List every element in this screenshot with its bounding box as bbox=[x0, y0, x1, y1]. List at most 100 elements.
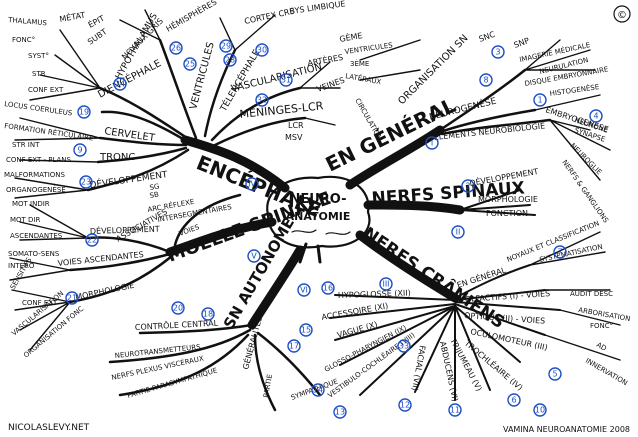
label-lateraux[interactable]: LATÉRAUX bbox=[345, 71, 383, 86]
label-str-int[interactable]: STR INT bbox=[12, 141, 40, 149]
marker-19: 19 bbox=[79, 108, 89, 117]
number-markers: 1 2 3 4 5 6 7 8 9 10 11 12 13 14 15 16 1… bbox=[65, 39, 603, 419]
label-histo[interactable]: HISTOGENÈSE bbox=[549, 82, 600, 98]
marker-12: 12 bbox=[400, 401, 410, 410]
label-str[interactable]: STR bbox=[32, 70, 46, 78]
label-tronc[interactable]: TRONC bbox=[99, 152, 135, 163]
label-subt[interactable]: SUBT bbox=[86, 27, 109, 47]
center-node[interactable]: NEURO- ANATOMIE bbox=[266, 175, 371, 264]
label-meninges[interactable]: MÉNINGES-LCR bbox=[239, 99, 324, 121]
label-sb[interactable]: SB bbox=[149, 190, 160, 200]
roman-marker-vi bbox=[297, 283, 311, 297]
label-audit[interactable]: AUDIT DESC bbox=[570, 290, 613, 298]
label-ventricules[interactable]: VENTRICULES bbox=[188, 41, 217, 111]
center-title-line1: NEURO- bbox=[289, 192, 346, 207]
label-ns-morpho[interactable]: MORPHOLOGIE bbox=[478, 195, 538, 204]
marker-14: 14 bbox=[313, 386, 323, 395]
label-vague[interactable]: VAGUE (X) bbox=[336, 320, 379, 340]
label-hemispheres[interactable]: HÉMISPHÈRES bbox=[164, 0, 219, 34]
label-lcr[interactable]: LCR bbox=[288, 121, 304, 130]
label-ad[interactable]: AD bbox=[595, 341, 608, 353]
label-config[interactable]: CONF EXT bbox=[22, 299, 58, 307]
label-innerv[interactable]: INNERVATION bbox=[584, 357, 629, 387]
roman-vi-text: VI bbox=[300, 286, 308, 295]
marker-13: 13 bbox=[335, 408, 345, 417]
marker-23: 23 bbox=[81, 178, 91, 187]
label-metat[interactable]: MÉTAT bbox=[58, 9, 86, 24]
moelle-labels: SG SB ARC RÉFLEXE INTERSEGMENTAIRES VOIE… bbox=[8, 182, 233, 359]
label-fonc[interactable]: FONC° bbox=[12, 36, 35, 44]
footer-left[interactable]: NICOLASLEVY.NET bbox=[8, 423, 90, 433]
marker-6: 6 bbox=[511, 396, 516, 405]
encephale-labels: MÉTAT ÉPIT THALAMUS SUBT FONC° SYST° STR… bbox=[4, 0, 346, 194]
marker-9: 9 bbox=[77, 146, 82, 155]
label-somato[interactable]: SOMATO-SENS bbox=[8, 250, 60, 258]
label-confext[interactable]: CONF EXT bbox=[28, 86, 64, 94]
label-snc[interactable]: SNC bbox=[478, 30, 497, 44]
label-hypoglosse[interactable]: HYPOGLOSSE (XII) bbox=[338, 288, 411, 300]
marker-26: 26 bbox=[171, 44, 181, 53]
label-ascendantes[interactable]: ASCENDANTES bbox=[10, 232, 63, 240]
roman-marker-v bbox=[247, 249, 261, 263]
label-organo[interactable]: ORGANOGENÈSE bbox=[6, 185, 66, 194]
marker-28: 28 bbox=[225, 56, 235, 65]
marker-1: 1 bbox=[537, 96, 542, 105]
marker-18: 18 bbox=[203, 310, 213, 319]
footer-right: VAMINA NEUROANATOMIE 2008 bbox=[503, 425, 630, 434]
label-sg[interactable]: SG bbox=[149, 182, 160, 192]
label-cortex[interactable]: CORTEX CRB bbox=[244, 6, 296, 26]
label-veines[interactable]: VEINES bbox=[316, 75, 346, 93]
copyright-symbol: © bbox=[617, 10, 627, 21]
roman-marker-iv bbox=[245, 177, 259, 191]
center-title-line2: ANATOMIE bbox=[286, 210, 351, 223]
label-mot-indir[interactable]: MOT INDIR bbox=[12, 200, 50, 208]
marker-22: 22 bbox=[87, 236, 97, 245]
label-facial[interactable]: FACIAL (VII) bbox=[410, 345, 427, 392]
label-limbique[interactable]: SYS LIMBIQUE bbox=[289, 0, 346, 16]
label-mot-dir[interactable]: MOT DIR bbox=[10, 216, 41, 224]
en-general-subtree bbox=[359, 39, 611, 181]
label-partie[interactable]: PARTIE bbox=[262, 374, 274, 399]
label-intero[interactable]: INTÉRO bbox=[8, 261, 35, 270]
label-locus[interactable]: LOCUS COERULEUS bbox=[4, 100, 74, 118]
roman-ii-text: II bbox=[456, 228, 461, 237]
label-accessoire[interactable]: ACCESSOIRE (XI) bbox=[321, 301, 389, 322]
label-moelle-dev[interactable]: DÉVELOPPEMENT bbox=[90, 223, 160, 236]
label-snp[interactable]: SNP bbox=[513, 36, 531, 50]
marker-10: 10 bbox=[535, 406, 545, 415]
roman-markers: IV I II V VI III bbox=[245, 136, 465, 297]
label-olfactifs[interactable]: OLFACTIFS (I) - VOIES bbox=[465, 289, 551, 304]
marker-24: 24 bbox=[115, 80, 125, 89]
label-syst[interactable]: SYST° bbox=[28, 52, 49, 60]
roman-iii-text: III bbox=[382, 280, 389, 289]
label-conf-plans[interactable]: CONF EXT - PLANS bbox=[6, 156, 72, 164]
marker-32: 32 bbox=[257, 96, 267, 105]
marker-5: 5 bbox=[552, 370, 557, 379]
label-malformations[interactable]: MALFORMATIONS bbox=[4, 171, 65, 179]
marker-33: 33 bbox=[399, 342, 409, 351]
roman-marker-i bbox=[425, 136, 439, 150]
label-zeme[interactable]: 3ÈME bbox=[350, 59, 369, 68]
marker-16: 16 bbox=[323, 284, 333, 293]
label-thalamus[interactable]: THALAMUS bbox=[7, 16, 48, 27]
label-nev[interactable]: MSV bbox=[285, 133, 303, 142]
label-ventric-gen[interactable]: VENTRICULES bbox=[344, 41, 394, 56]
label-fonc-nc[interactable]: FONC° bbox=[590, 322, 613, 330]
marker-2: 2 bbox=[465, 182, 470, 191]
marker-29: 29 bbox=[221, 42, 231, 51]
marker-8: 8 bbox=[483, 76, 488, 85]
label-nerfs-gang[interactable]: NERFS & GANGLIONS bbox=[560, 159, 610, 225]
label-ns-fonction[interactable]: FONCTION bbox=[486, 209, 528, 218]
roman-marker-iii bbox=[379, 277, 393, 291]
main-branches bbox=[165, 125, 465, 330]
label-voies-asc[interactable]: VOIES ASCENDANTES bbox=[57, 250, 144, 268]
marker-7: 7 bbox=[557, 248, 562, 257]
roman-v-text: V bbox=[251, 252, 257, 261]
label-gem[interactable]: GÈME bbox=[338, 29, 363, 44]
marker-4: 4 bbox=[593, 112, 598, 121]
marker-20: 20 bbox=[173, 304, 183, 313]
roman-i-text: I bbox=[431, 139, 433, 148]
label-moelle-morpho[interactable]: MORPHOLOGIE bbox=[75, 281, 136, 302]
nerfs-craniens-labels: EN GÉNÉRAL NOYAUX ET CLASSIFICATION SYST… bbox=[321, 219, 631, 402]
